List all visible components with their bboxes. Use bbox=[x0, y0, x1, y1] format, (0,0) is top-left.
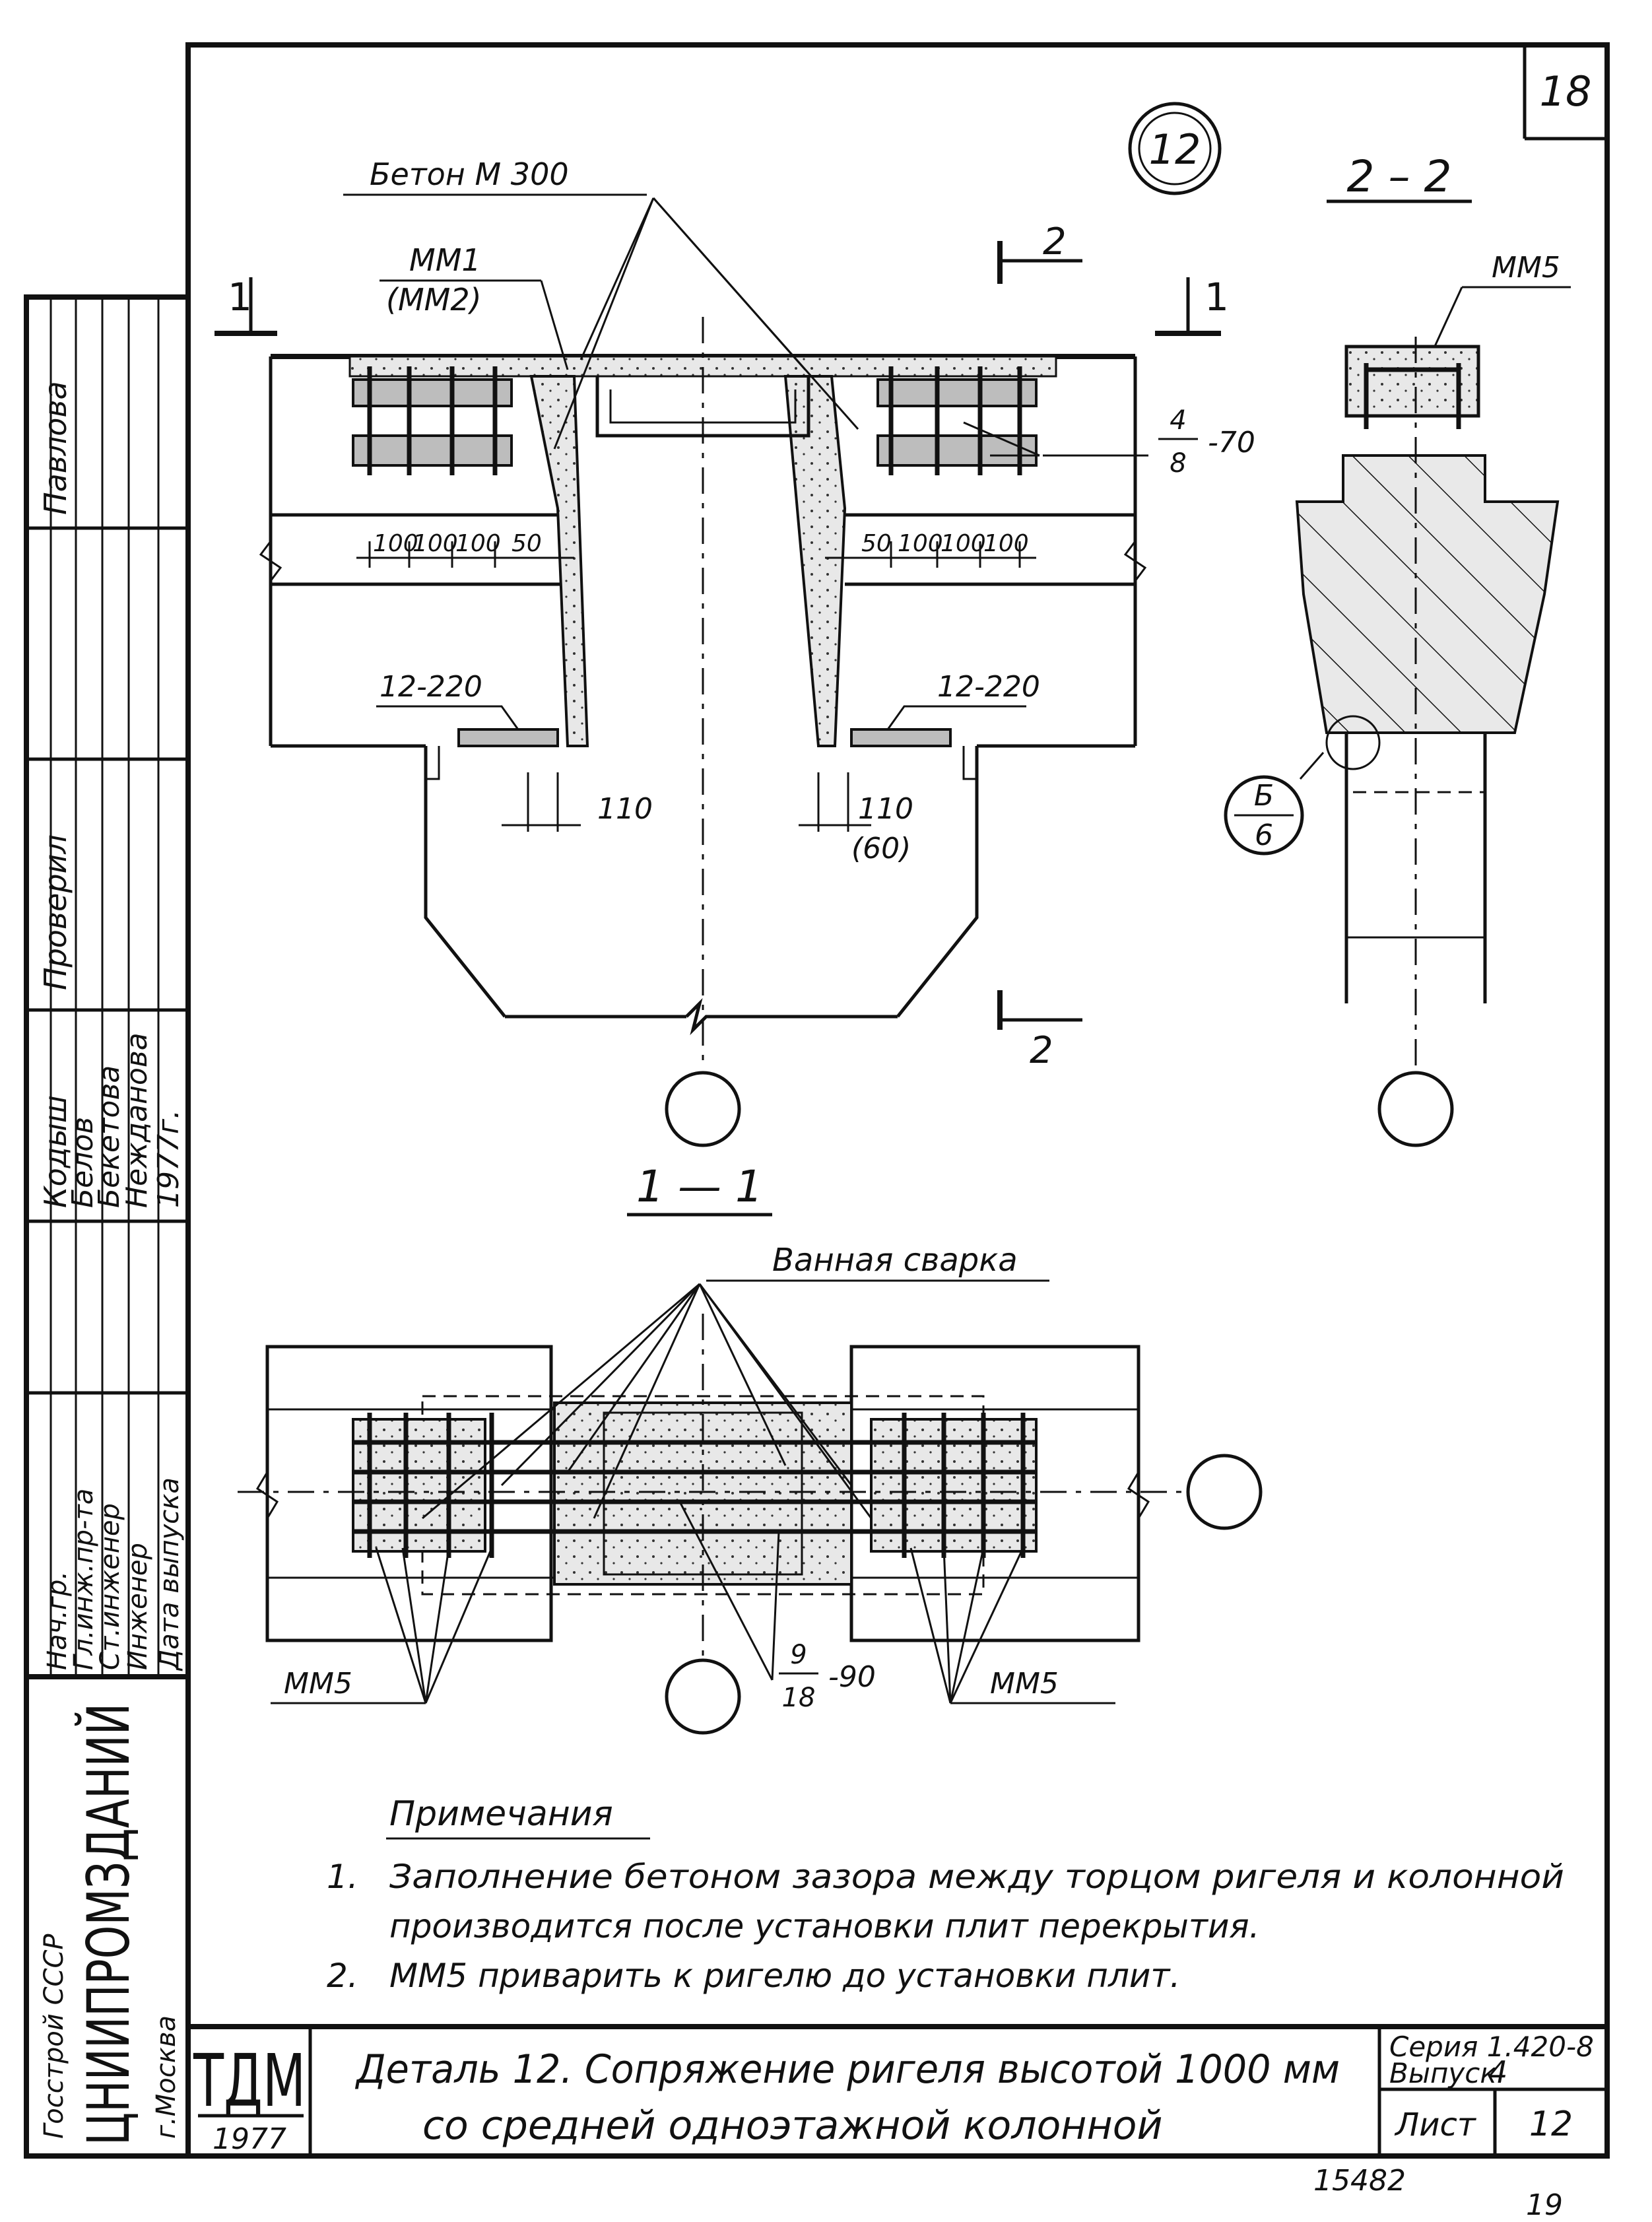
section-2-2-title: 2 – 2 bbox=[1347, 151, 1452, 202]
page-bottom-number: 19 bbox=[1526, 2188, 1563, 2222]
callout-den: 6 bbox=[1255, 819, 1273, 852]
series-line2-prefix: Выпуск bbox=[1389, 2057, 1497, 2089]
mm5-label-22: ММ5 bbox=[1492, 251, 1560, 285]
plan-bars-len: -90 bbox=[828, 1660, 876, 1694]
stamp-name-belov: Белов bbox=[66, 1117, 100, 1208]
plan-bars-den: 18 bbox=[782, 1683, 816, 1713]
mm5-right-label: ММ5 bbox=[990, 1667, 1059, 1700]
plate-label-left: 12-220 bbox=[380, 670, 482, 704]
stamp-name-pavlova: Павлова bbox=[38, 381, 73, 515]
sheet-number-top: 18 bbox=[1540, 67, 1592, 116]
mm5-left-label: ММ5 bbox=[284, 1667, 352, 1700]
weld-label: Ванная сварка bbox=[772, 1242, 1018, 1279]
gap-right: 110 bbox=[858, 792, 913, 826]
dim-right-1: 50 bbox=[861, 530, 892, 557]
note-1-num: 1. bbox=[327, 1858, 358, 1896]
mm2-label: (ММ2) bbox=[386, 282, 482, 318]
dim-left-3: 100 bbox=[455, 530, 501, 557]
org-city: г.Москва bbox=[151, 2015, 182, 2139]
dim-right-3: 100 bbox=[941, 530, 986, 557]
stamp-name-beketova: Бекетова bbox=[92, 1065, 126, 1208]
concrete-label: Бетон М 300 bbox=[370, 156, 569, 192]
main-elevation-view: 12-220 12-220 100 100 100 50 50 100 100 … bbox=[215, 156, 1255, 1147]
stamp-name-kodysh: Кодыш bbox=[38, 1095, 73, 1208]
sheet-value: 12 bbox=[1529, 2104, 1573, 2144]
logo-year: 1977 bbox=[213, 2122, 286, 2156]
org-line1: Госстрой СССР bbox=[39, 1934, 69, 2139]
logo: ТДМ bbox=[193, 2038, 306, 2123]
section-2-2-view: 2 – 2 ММ5 Б 6 bbox=[1224, 151, 1571, 1147]
dim-left-2: 100 bbox=[413, 530, 458, 557]
dim-right-2: 100 bbox=[898, 530, 943, 557]
gap-right-alt: (60) bbox=[851, 832, 911, 865]
notes-heading: Примечания bbox=[389, 1794, 613, 1834]
plate-label-right: 12-220 bbox=[937, 670, 1040, 704]
detail-marker: 12 bbox=[1128, 102, 1222, 195]
note-1-line1: Заполнение бетоном зазора между торцом р… bbox=[389, 1858, 1564, 1896]
callout-num: Б bbox=[1254, 779, 1274, 813]
section2-mark-top: 2 bbox=[1043, 220, 1067, 263]
stamp-date: 1977г. bbox=[152, 1110, 185, 1208]
svg-text:12: 12 bbox=[1149, 125, 1201, 174]
stamp-role-checked: Проверил bbox=[38, 834, 73, 990]
series-line2-value: 4 bbox=[1488, 2054, 1507, 2090]
notes-block: Примечания 1. Заполнение бетоном зазора … bbox=[327, 1794, 1564, 1995]
series-line1: Серия 1.420-8 bbox=[1389, 2031, 1594, 2063]
stamp-role-date: Дата выпуска bbox=[154, 1477, 185, 1671]
stamp-role-inzh: Инженер bbox=[123, 1543, 153, 1670]
bars-label-len: -70 bbox=[1208, 426, 1255, 459]
stamp-role-nachgr: Нач.гр. bbox=[42, 1571, 73, 1670]
dim-left-1: 100 bbox=[373, 530, 418, 557]
section-1-1-title: 1 — 1 bbox=[636, 1161, 763, 1212]
note-1-line2: производится после установки плит перекр… bbox=[389, 1907, 1260, 1945]
stamp-role-stinzh: Ст.инженер bbox=[95, 1503, 125, 1670]
side-stamp: Павлова Проверил Кодыш Белов Бекетова Не… bbox=[24, 294, 191, 2159]
section1-mark-right: 1 bbox=[1205, 275, 1229, 320]
section2-mark-bottom: 2 bbox=[1030, 1029, 1053, 1072]
note-2-num: 2. bbox=[327, 1957, 358, 1995]
org-name: ЦНИИПРОМЗДАНИЙ bbox=[75, 1703, 143, 2145]
title-line1: Деталь 12. Сопряжение ригеля высотой 100… bbox=[354, 2046, 1340, 2093]
title-line2: со средней одноэтажной колонной bbox=[422, 2103, 1162, 2149]
sheet-label: Лист bbox=[1394, 2106, 1477, 2143]
title-block: ТДМ 1977 Деталь 12. Сопряжение ригеля вы… bbox=[188, 2024, 1607, 2156]
stamp-role-glinzh: Гл.инж.пр-та bbox=[69, 1489, 99, 1670]
stamp-bottom: 15482 bbox=[1313, 2164, 1406, 2198]
mm1-label: ММ1 bbox=[409, 242, 481, 278]
note-2-line1: ММ5 приварить к ригелю до установки плит… bbox=[389, 1957, 1180, 1995]
bars-label-den: 8 bbox=[1170, 448, 1186, 479]
section1-mark-left: 1 bbox=[228, 275, 252, 320]
bars-label-num: 4 bbox=[1170, 405, 1186, 436]
stamp-name-nezhdanova: Нежданова bbox=[120, 1032, 154, 1208]
gap-left: 110 bbox=[597, 792, 653, 826]
dim-left-4: 50 bbox=[512, 530, 542, 557]
dim-right-4: 100 bbox=[983, 530, 1029, 557]
plan-bars-num: 9 bbox=[790, 1640, 807, 1670]
section-1-1-view: 1 — 1 Ванная сварка bbox=[238, 1161, 1263, 1735]
